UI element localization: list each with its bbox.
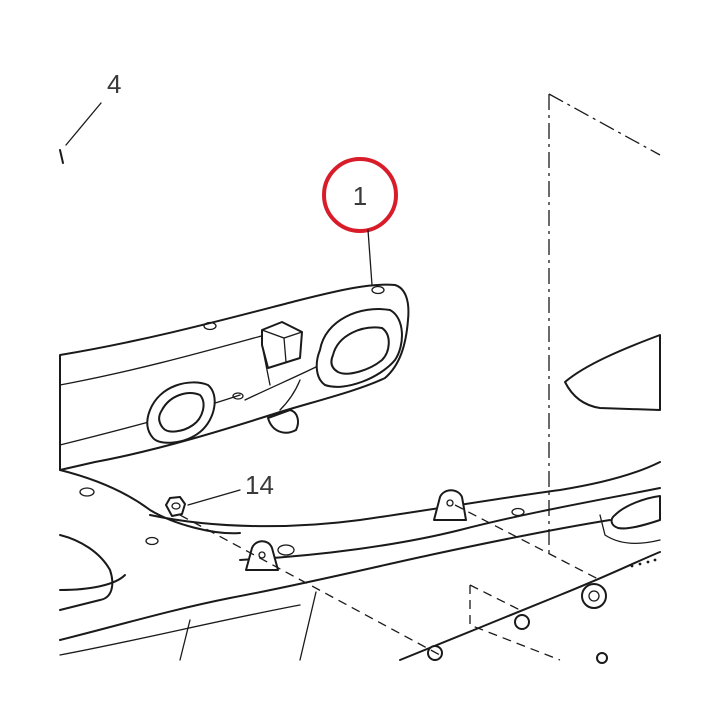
highlight-ring [322, 157, 398, 233]
callout-14: 14 [165, 470, 274, 517]
callout-1-leader [367, 229, 373, 286]
reference-panel-outline [548, 93, 661, 556]
right-bracket [564, 334, 661, 411]
callout-4-label: 4 [107, 69, 121, 99]
callout-4: 4 [59, 69, 121, 164]
callout-4-leader [65, 102, 102, 146]
part-1-crossmember [59, 283, 410, 471]
lower-frame [59, 461, 661, 664]
callout-1-label: 1 [353, 181, 367, 211]
callout-14-label: 14 [245, 470, 274, 500]
part-4-edge [59, 149, 64, 164]
assembly-guide-lines [179, 504, 601, 661]
callout-14-leader [187, 489, 241, 506]
callout-1: 1 [322, 157, 398, 286]
part-14-nut [165, 496, 186, 517]
